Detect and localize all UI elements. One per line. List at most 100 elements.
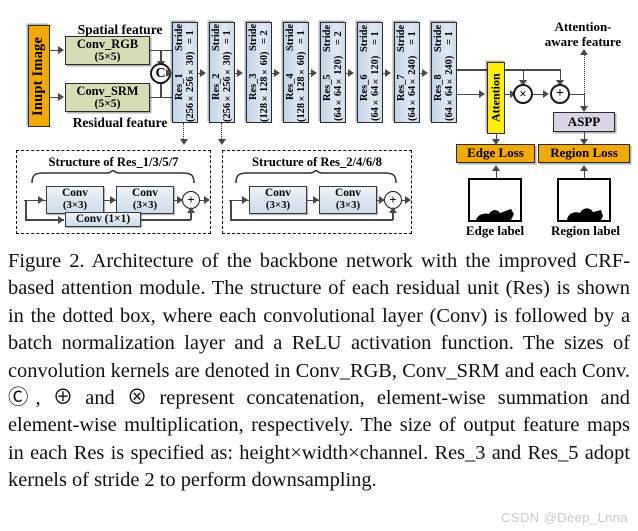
structure-even-conv-b: Conv (3×3) [319,186,377,214]
arrow-attention-to-edgeloss [492,139,500,145]
res-block-4-stride: Stride = 1 [284,23,307,51]
arrow-even-in [242,196,248,204]
arrow-input-to-srm [58,93,64,101]
res-block-1-stride: Stride = 1 [173,23,196,51]
arrow-regionlabel-to-loss [580,165,588,171]
res-block-8: Res_8 (64×64×240) Stride = 1 [431,22,457,123]
attention-aware-feature-label: Attention- aware feature [524,19,638,49]
line-sum-out [570,93,585,96]
structure-even-sum-symbol: + [389,192,397,207]
line-res4-res5 [309,72,313,75]
arrow-concat-to-res1 [166,69,172,77]
structure-even-brace [235,170,397,184]
res-block-3: Res_3 (128×128×60) Stride = 2 [246,22,272,123]
structure-even-title: Structure of Res_2/4/6/8 [252,155,382,169]
dotted-line-sum-up [583,55,585,94]
arrow-res5-res6 [348,69,354,77]
structure-even-conv-b-name: Conv [335,187,361,200]
line-skip-down-to-sum [559,69,562,82]
line-odd-shortcut-down [25,199,27,221]
region-label-thumbnail [557,178,611,222]
arrow-odd-in [38,196,44,204]
res-block-5-size: Res_5 (64×64×120) [321,55,344,121]
region-loss-block: Region Loss [538,144,630,163]
arrow-even-a-b [313,196,319,204]
edge-label-thumbnail [468,178,522,222]
arrow-input-to-rgb [58,46,64,54]
line-res3-res4 [272,72,276,75]
structure-odd-conv-a-kernel: (3×3) [62,199,88,212]
arrow-odd-b-sum [177,196,183,204]
region-loss-label: Region Loss [550,145,618,161]
structure-even-conv-b-kernel: (3×3) [335,199,361,212]
line-skip-down-to-mul [522,69,525,82]
res-block-1: Res_1 (256×256×30) Stride = 1 [172,22,198,123]
input-image-block: Inupt Image [28,25,50,127]
res-block-7-stride: Stride = 1 [395,25,418,53]
attention-aware-line2: aware feature [544,33,622,49]
res-block-5-stride: Stride = 2 [321,25,344,53]
line-srm-up [160,84,162,97]
res-block-2-size: Res_2 (256×256×30) [210,51,233,122]
structure-odd-conv-a: Conv (3×3) [46,186,104,214]
structure-even-conv-a-kernel: (3×3) [265,199,291,212]
line-edgelabel-to-loss [495,170,498,181]
arrow-attention-aware [580,49,588,55]
arrow-mul-to-sum [543,90,549,98]
arrow-edgelabel-to-loss [492,165,500,171]
line-srm-out [150,96,181,99]
line-odd-shortcut-up [190,212,192,220]
aspp-label: ASPP [567,113,601,129]
res-block-6: Res_6 (64×64×120) Stride = 1 [357,22,383,123]
arrow-odd-out [204,196,210,204]
line-res2-res3 [235,72,239,75]
conv-rgb-block: Conv_RGB (5×5) [65,36,150,65]
attention-aware-line1: Attention- [554,19,612,34]
line-even-shortcut-up [392,212,394,220]
attention-label: Attention [488,73,503,123]
line-attention-to-edgeloss [495,134,498,142]
res-block-3-stride: Stride = 2 [247,23,270,51]
line-res7-res8 [420,72,424,75]
res-block-2-stride: Stride = 1 [210,23,233,51]
line-sum-down-to-aspp [583,93,586,109]
line-res5-res6 [346,72,350,75]
line-res8-skip-top [457,69,561,71]
sum-symbol: + [556,86,564,101]
structure-even-conv-a-name: Conv [265,187,291,200]
conv-srm-name: Conv_SRM [76,83,139,98]
arrow-res1-to-struct-odd [180,139,188,145]
figure-diagram: Inupt Image Spatial feature Residual fea… [0,0,638,245]
line-odd-shortcut-left [25,219,64,221]
res-block-7: Res_7 (64×64×240) Stride = 1 [394,22,420,123]
line-rgb-down [160,49,162,63]
res-block-7-size: Res_7 (64×64×240) [395,55,418,121]
line-rgb-out [150,49,181,52]
edge-loss-label: Edge Loss [467,145,524,161]
region-label-caption: Region label [551,223,620,238]
sum-circle: + [550,84,570,104]
arrow-res8-to-attention [479,90,485,98]
res-block-6-stride: Stride = 1 [358,25,381,53]
edge-label-caption: Edge label [465,223,525,238]
arrow-res1-res2 [200,69,206,77]
structure-odd-conv-a-name: Conv [62,187,88,200]
arrow-sum-to-aspp [580,106,588,112]
res-block-8-stride: Stride = 1 [432,25,455,53]
aspp-block: ASPP [553,112,615,132]
residual-feature-label: Residual feature [72,115,168,130]
arrow-odd-shortcut-into-sum [187,207,195,213]
figure-caption: Figure 2. Architecture of the backbone n… [8,250,630,492]
structure-odd-conv-b: Conv (3×3) [116,186,174,214]
structure-odd-shortcut-label: Conv (1×1) [75,212,131,225]
edge-label-shape [476,209,514,220]
arrow-res2-to-struct-even [218,139,226,145]
line-odd-in [24,199,46,202]
res-block-1-size: Res_1 (256×256×30) [173,51,196,122]
arrow-skip-into-sum [556,80,564,86]
structure-odd-shortcut-conv: Conv (1×1) [65,212,141,227]
arrow-even-b-sum [379,196,385,204]
line-even-in [229,199,250,202]
arrow-res2-res3 [237,69,243,77]
dotted-line-res2-to-struct-even [221,123,222,141]
